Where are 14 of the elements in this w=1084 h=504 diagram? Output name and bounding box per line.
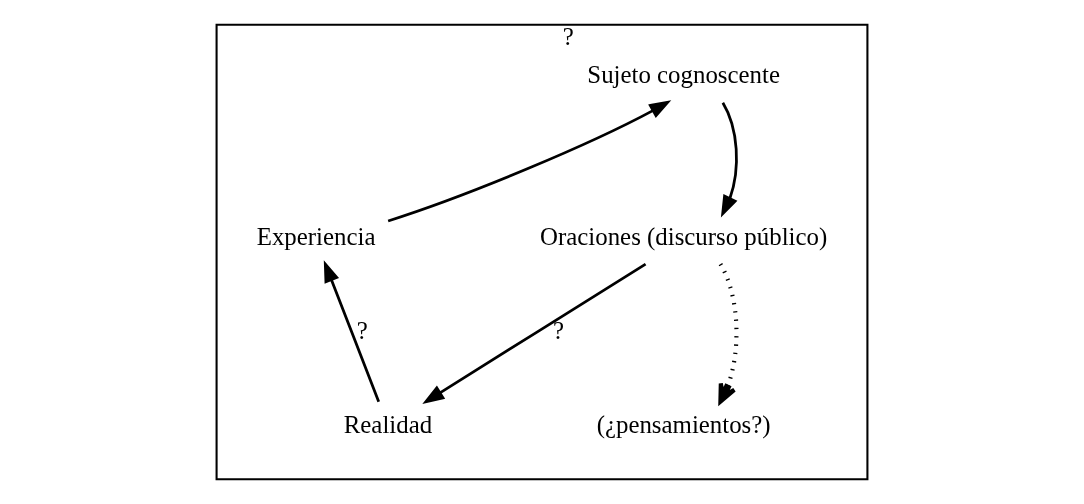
arrow [718,263,739,404]
node-text: Oraciones (discurso público) [540,222,828,250]
node-text: (¿pensamientos?) [596,410,771,438]
node-text: Realidad [343,410,433,438]
node-text: Experiencia [256,222,376,250]
edge-label: ? [356,316,368,344]
edge-label: ? [553,316,565,344]
arrow [720,102,738,218]
arrow [323,260,380,403]
node-label: ? [562,22,574,50]
node-text: Sujeto cognoscente [587,61,780,89]
cluster [215,23,869,481]
arrow [387,100,672,223]
arrow [422,262,647,404]
